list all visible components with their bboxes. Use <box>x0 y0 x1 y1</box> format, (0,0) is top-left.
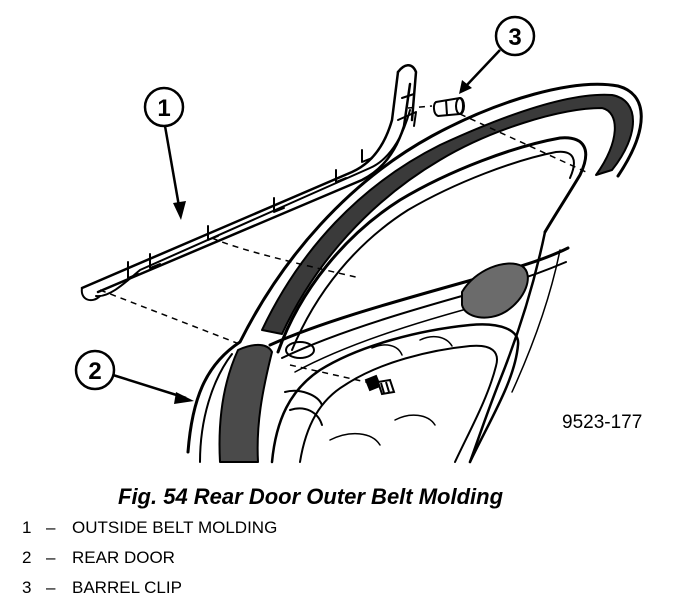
door-window-frame <box>276 136 588 354</box>
screw-fastener <box>364 374 396 396</box>
legend-item-label: BARREL CLIP <box>72 578 182 597</box>
rear-door <box>186 82 643 464</box>
alignment-lines <box>99 105 587 383</box>
molding-top-edge <box>80 70 400 290</box>
legend-item: 3 – BARREL CLIP <box>22 578 182 597</box>
figure-caption: Fig. 54 Rear Door Outer Belt Molding <box>118 484 504 509</box>
callout-3-number: 3 <box>508 24 521 51</box>
legend-item-dash: – <box>46 548 56 567</box>
legend-item: 1 – OUTSIDE BELT MOLDING <box>22 518 277 537</box>
door-frame-outer <box>186 82 643 454</box>
callout-2: 2 <box>74 349 194 404</box>
legend-item-number: 3 <box>22 578 31 597</box>
callout-3: 3 <box>459 15 536 94</box>
callout-1-number: 1 <box>157 95 170 122</box>
barrel-clip <box>432 97 465 117</box>
legend-item-number: 1 <box>22 518 31 537</box>
molding-end-cap <box>80 287 101 302</box>
legend-item-dash: – <box>46 518 56 537</box>
molding-front-edge <box>95 109 411 298</box>
door-belt-line <box>268 246 570 347</box>
door-access-hole <box>461 262 529 319</box>
outside-belt-molding <box>80 64 418 302</box>
door-front-seal <box>218 344 273 463</box>
door-top-weatherstrip <box>261 93 634 335</box>
figure-code: 9523-177 <box>562 412 642 433</box>
legend-item: 2 – REAR DOOR <box>22 548 175 567</box>
legend-item-label: REAR DOOR <box>72 548 175 567</box>
callout-2-number: 2 <box>88 358 101 385</box>
callout-1: 1 <box>143 86 186 220</box>
legend-item-number: 2 <box>22 548 31 567</box>
legend-item-dash: – <box>46 578 56 597</box>
legend-item-label: OUTSIDE BELT MOLDING <box>72 518 277 537</box>
legend: 1 – OUTSIDE BELT MOLDING 2 – REAR DOOR 3… <box>22 518 277 597</box>
molding-upper-flange <box>396 64 418 122</box>
door-inner-panel <box>270 323 520 464</box>
